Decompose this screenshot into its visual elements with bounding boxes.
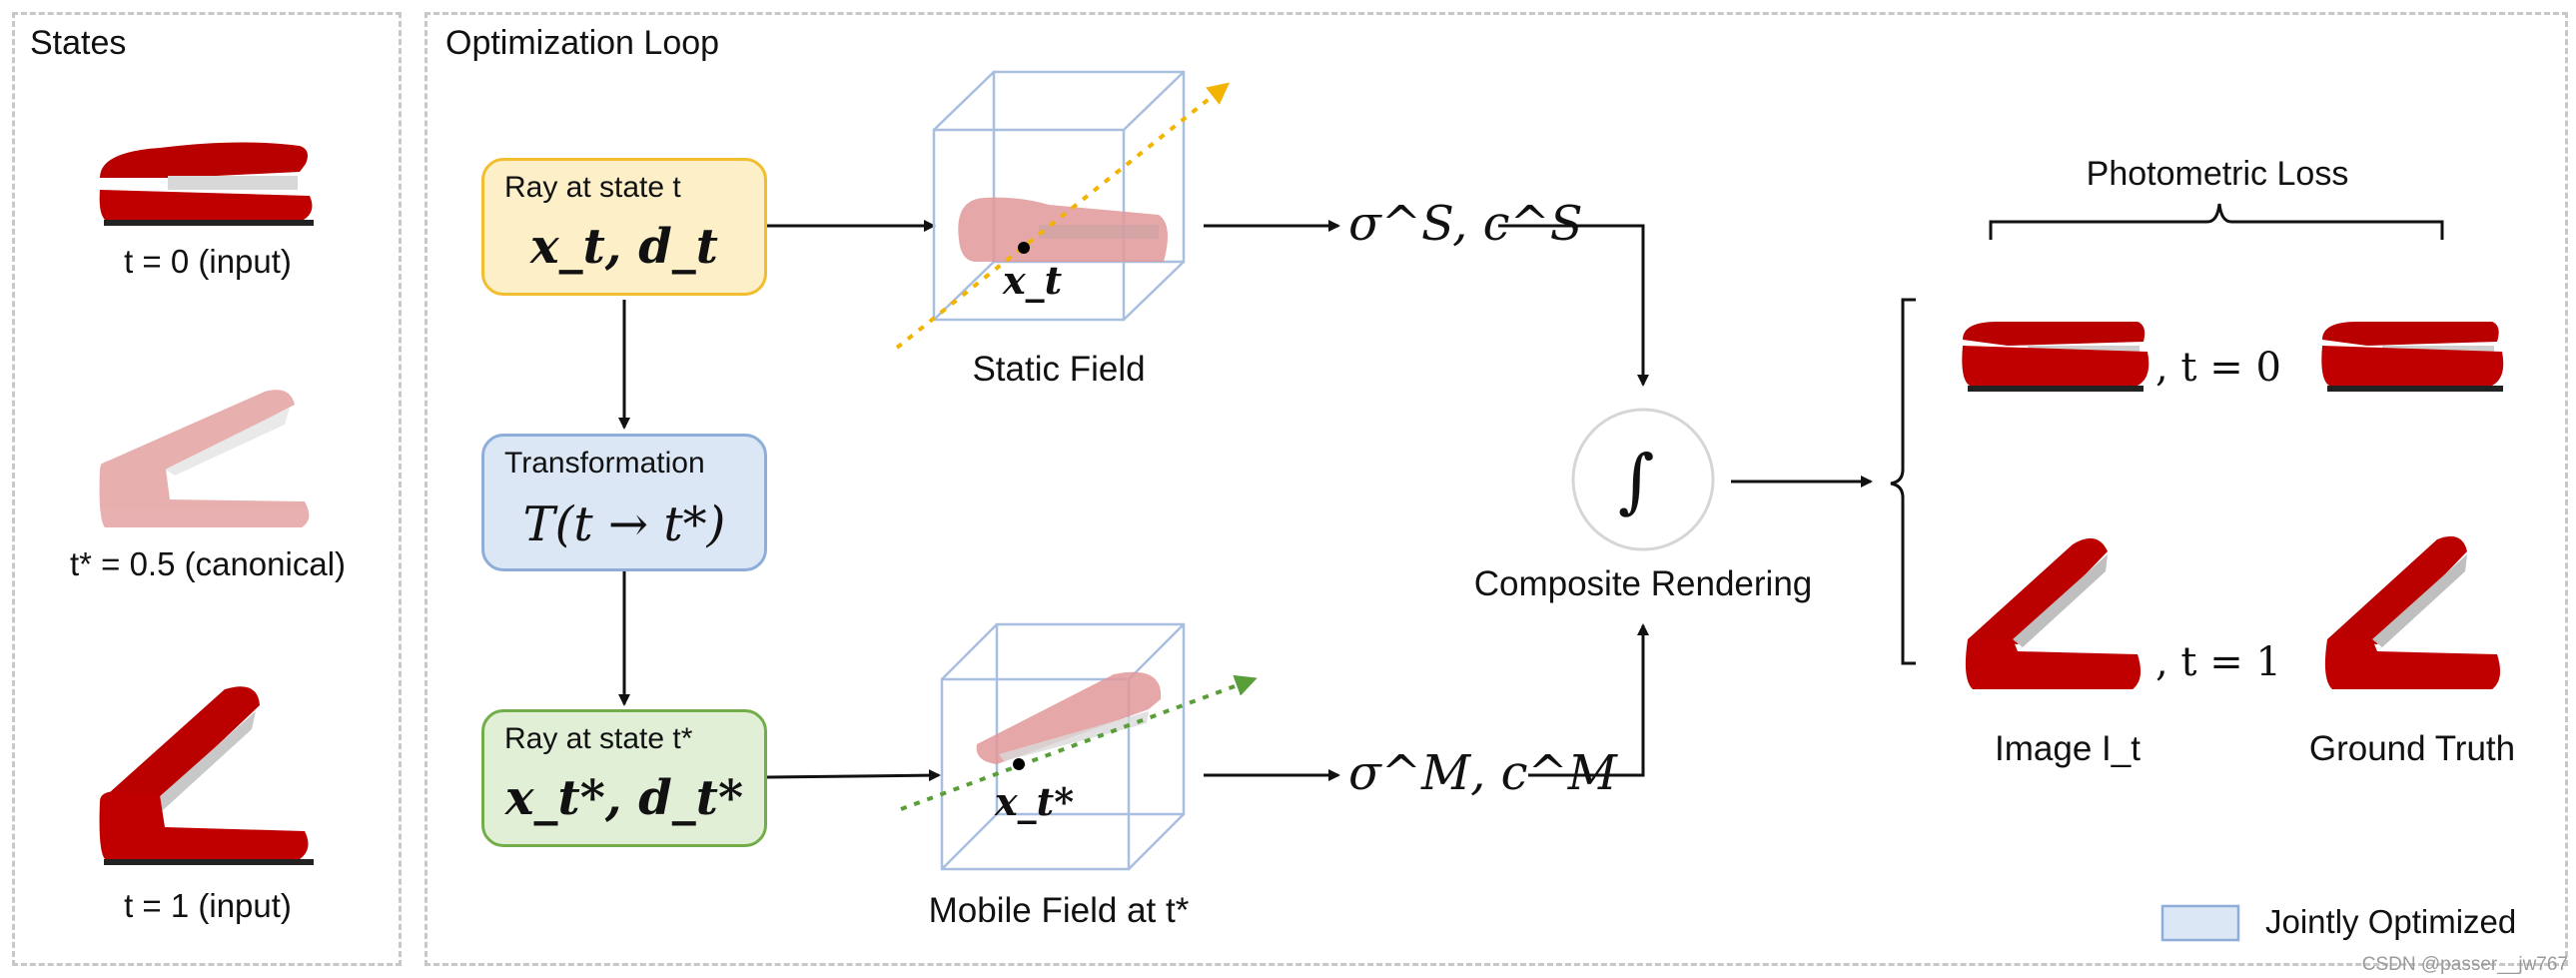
ground-truth-image-t1 — [2324, 535, 2501, 689]
states-title: States — [30, 24, 127, 62]
mobile-sample-point — [1013, 758, 1025, 770]
ground-truth-image-t0 — [2321, 322, 2504, 392]
static-sample-point — [1018, 242, 1030, 254]
ray-state-tstar-box: Ray at state t* x_t*, d_t* — [481, 709, 767, 847]
arrow-static-to-composite — [1498, 224, 1649, 387]
image-caption: Image I_t — [1995, 729, 2141, 768]
mobile-output: σ^M, c^M — [1348, 745, 1617, 801]
ray-state-t-formula: x_t, d_t — [530, 219, 718, 275]
mobile-field-caption: Mobile Field at t* — [928, 891, 1190, 930]
ray-state-t-box: Ray at state t x_t, d_t — [481, 158, 767, 296]
loss-row-t1: , t = 1 — [2155, 639, 2281, 685]
watermark: CSDN @passer__jw767 — [2361, 954, 2568, 975]
integral-symbol: ∫ — [1618, 440, 1655, 521]
stapler-canonical-image — [99, 390, 310, 527]
rendered-image-t1 — [1965, 537, 2142, 689]
ray-state-tstar-formula: x_t*, d_t* — [504, 770, 744, 826]
transformation-label: Transformation — [504, 447, 705, 480]
mobile-ray-line — [900, 674, 1258, 811]
static-field-stapler — [958, 197, 1168, 262]
ray-state-tstar-label: Ray at state t* — [504, 722, 693, 755]
stapler-closed-image — [99, 142, 314, 226]
ground-truth-caption: Ground Truth — [2308, 729, 2516, 768]
mobile-point-label: x_t* — [995, 779, 1075, 824]
stapler-open-image — [99, 686, 314, 865]
static-ray-line — [895, 82, 1231, 350]
legend-swatch — [2160, 904, 2240, 942]
photometric-loss-title: Photometric Loss — [2086, 155, 2349, 193]
transformation-box: Transformation T(t → t*) — [481, 434, 767, 571]
states-panel — [12, 12, 402, 966]
state-label-t0: t = 0 (input) — [124, 243, 292, 280]
static-output: σ^S, c^S — [1348, 196, 1583, 252]
arrow-mobile-to-composite — [1528, 623, 1649, 777]
ray-state-t-label: Ray at state t — [504, 171, 681, 204]
mobile-field-cube — [940, 622, 1186, 871]
rendered-image-t0 — [1962, 322, 2149, 392]
mobile-field-stapler — [976, 671, 1162, 764]
static-point-label: x_t — [1003, 258, 1063, 303]
transformation-formula: T(t → t*) — [522, 496, 726, 552]
static-field-caption: Static Field — [972, 350, 1146, 389]
legend-label: Jointly Optimized — [2265, 903, 2517, 940]
composite-circle — [1571, 408, 1715, 551]
state-label-t1: t = 1 (input) — [124, 887, 292, 924]
composite-rendering-caption: Composite Rendering — [1473, 564, 1813, 603]
loss-left-brace — [1890, 298, 1916, 665]
loss-top-brace — [1989, 203, 2444, 240]
loss-row-t0: , t = 0 — [2155, 345, 2281, 391]
state-label-canonical: t* = 0.5 (canonical) — [69, 545, 347, 582]
arrow-ray-to-mobile-field — [766, 769, 941, 782]
optimization-loop-panel — [425, 12, 2568, 966]
optimization-loop-title: Optimization Loop — [445, 24, 720, 62]
